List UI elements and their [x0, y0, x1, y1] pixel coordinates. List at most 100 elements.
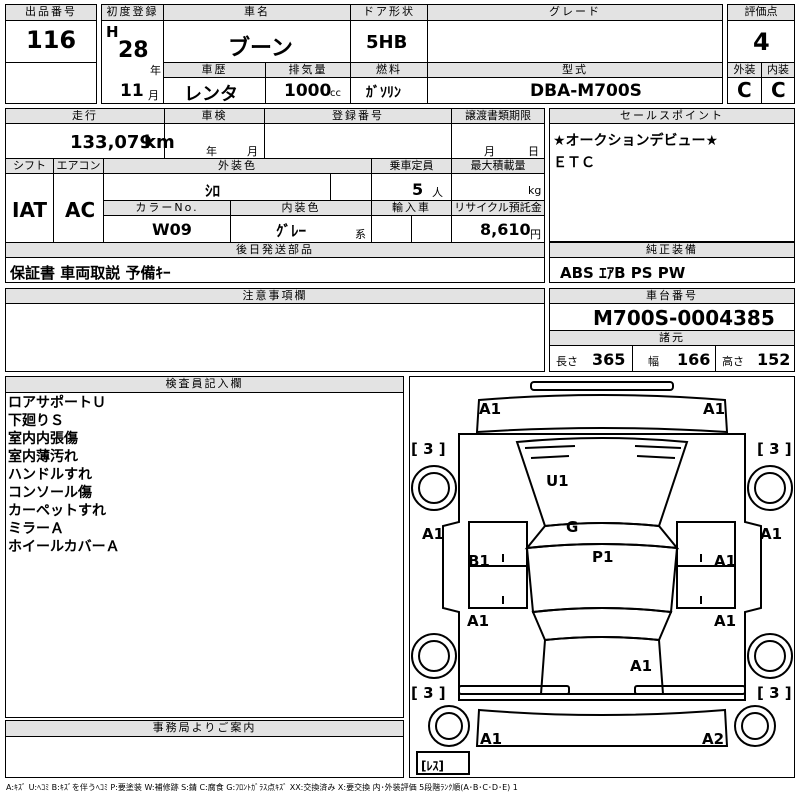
accessories-value: 保証書 車両取説 予備ｷｰ — [10, 264, 171, 282]
score-label: 評価点 — [727, 4, 795, 21]
inspector-label: 検査員記入欄 — [5, 376, 404, 393]
int-color-unit: 系 — [355, 228, 366, 241]
inspector-line: カーペットすれ — [8, 503, 106, 519]
damage-diagram — [409, 376, 795, 778]
inspection-year-unit: 年 — [206, 145, 217, 158]
car-history: レンタ — [184, 84, 238, 105]
mark-door-fl: B1 — [468, 552, 490, 570]
score: 4 — [753, 28, 770, 56]
inspector-line: 室内薄汚れ — [8, 449, 78, 465]
year-unit: 年 — [150, 64, 161, 77]
inspector-line: ホイールカバーＡ — [8, 539, 120, 555]
exterior-grade: C — [737, 78, 752, 102]
specs-label: 諸元 — [549, 330, 795, 346]
mileage: 133,079 — [70, 132, 152, 153]
accessories-box — [5, 257, 545, 283]
notes-label: 注意事項欄 — [5, 288, 545, 304]
capacity-unit: 人 — [432, 186, 443, 199]
mark-spare: [ﾚｽ] — [421, 759, 444, 773]
mark-door-rr: A1 — [714, 612, 737, 630]
int-color: ｸﾞﾚｰ — [276, 222, 307, 240]
mark-fender-r: A1 — [760, 525, 783, 543]
model-code: DBA-M700S — [530, 81, 642, 101]
displacement: 1000 — [284, 81, 332, 101]
accessories-label: 後日発送部品 — [5, 242, 545, 258]
car-name: ブーン — [228, 36, 293, 61]
reg-number-label: 登録番号 — [264, 108, 452, 124]
inspector-line: ロアサポートＵ — [8, 395, 106, 411]
mark-hood: U1 — [546, 472, 569, 490]
mileage-label: 走行 — [5, 108, 165, 124]
chassis-label: 車台番号 — [549, 288, 795, 304]
month-unit: 月 — [148, 89, 159, 102]
mark-rear-right: A2 — [702, 730, 725, 748]
recycle-fee: 8,610 — [480, 220, 531, 239]
history-label: 車歴 — [163, 62, 266, 78]
mark-tire-rr: [ 3 ] — [757, 684, 792, 702]
interior-label: 内装 — [761, 62, 795, 78]
inspector-line: コンソール傷 — [8, 485, 92, 501]
mark-fender-l: A1 — [422, 525, 445, 543]
shift: IAT — [12, 198, 48, 222]
mark-front-right: A1 — [703, 400, 726, 418]
displacement-unit: cc — [330, 88, 341, 99]
length-label: 長さ — [556, 355, 578, 368]
max-load-label: 最大積載量 — [451, 158, 545, 174]
car-name-label: 車名 — [163, 4, 351, 21]
fuel-label: 燃料 — [350, 62, 428, 78]
door-type: 5HB — [366, 32, 408, 53]
sales-point-label: セールスポイント — [549, 108, 795, 124]
equipment-label: 純正装備 — [549, 242, 795, 258]
sales-point-2: ＥＴＣ — [553, 155, 595, 171]
chassis-number: M700S-0004385 — [593, 306, 775, 330]
car-outline — [411, 381, 793, 775]
transfer-deadline-label: 譲渡書類期限 — [451, 108, 545, 124]
ext-color-label: 外装色 — [103, 158, 372, 174]
equipment-value: ABS ｴｱB PS PW — [560, 264, 686, 282]
color-no-label: カラーNo. — [103, 200, 231, 216]
mark-tire-rl: [ 3 ] — [411, 684, 446, 702]
door-label: ドア形状 — [350, 4, 428, 21]
first-registration-label: 初度登録 — [101, 4, 164, 21]
ac-label: エアコン — [53, 158, 104, 174]
mark-rear-left: A1 — [480, 730, 503, 748]
mark-front-left: A1 — [479, 400, 502, 418]
capacity-label: 乗車定員 — [371, 158, 452, 174]
grade-label: グレード — [427, 4, 723, 21]
inspection-month-unit: 月 — [247, 145, 258, 158]
exterior-label: 外装 — [727, 62, 762, 78]
transfer-day-unit: 日 — [528, 145, 539, 158]
inspection-label: 車検 — [164, 108, 265, 124]
sales-point-box — [549, 108, 795, 242]
shift-label: シフト — [5, 158, 54, 174]
lot-number: 116 — [26, 26, 77, 54]
width: 166 — [677, 350, 711, 369]
era: H — [106, 23, 119, 41]
mark-rear-panel: A1 — [630, 657, 653, 675]
mark-door-fr: A1 — [714, 552, 737, 570]
color-number: W09 — [152, 220, 192, 239]
inspector-line: ハンドルすれ — [8, 467, 92, 483]
model-label: 型式 — [427, 62, 723, 78]
int-color-label: 内装色 — [230, 200, 372, 216]
sales-point-1: ★オークションデビュー★ — [553, 133, 719, 149]
recycle-unit: 円 — [530, 228, 541, 241]
reg-month: 11 — [120, 81, 144, 101]
inspector-line: ミラーＡ — [8, 521, 64, 537]
transfer-month-unit: 月 — [484, 145, 495, 158]
mark-door-rl: A1 — [467, 612, 490, 630]
mark-tire-fl: [ 3 ] — [411, 440, 446, 458]
mark-windshield: G — [566, 518, 579, 536]
legend: A:ｷｽﾞ U:ﾍｺﾐ B:ｷｽﾞを伴うﾍｺﾐ P:要塗装 W:補修跡 S:錆 … — [6, 783, 518, 792]
mark-roof: P1 — [592, 548, 614, 566]
height: 152 — [757, 350, 791, 369]
lot-number-label: 出品番号 — [5, 4, 97, 21]
inspector-line: 下廻りＳ — [8, 413, 64, 429]
fuel: ｶﾞｿﾘﾝ — [366, 85, 401, 101]
recycle-label: リサイクル預託金 — [451, 200, 545, 216]
office-label: 事務局よりご案内 — [5, 720, 404, 737]
ext-color: ｼﾛ — [205, 182, 221, 200]
capacity: 5 — [412, 180, 424, 199]
inspector-line: 室内内張傷 — [8, 431, 78, 447]
width-label: 幅 — [648, 355, 659, 368]
